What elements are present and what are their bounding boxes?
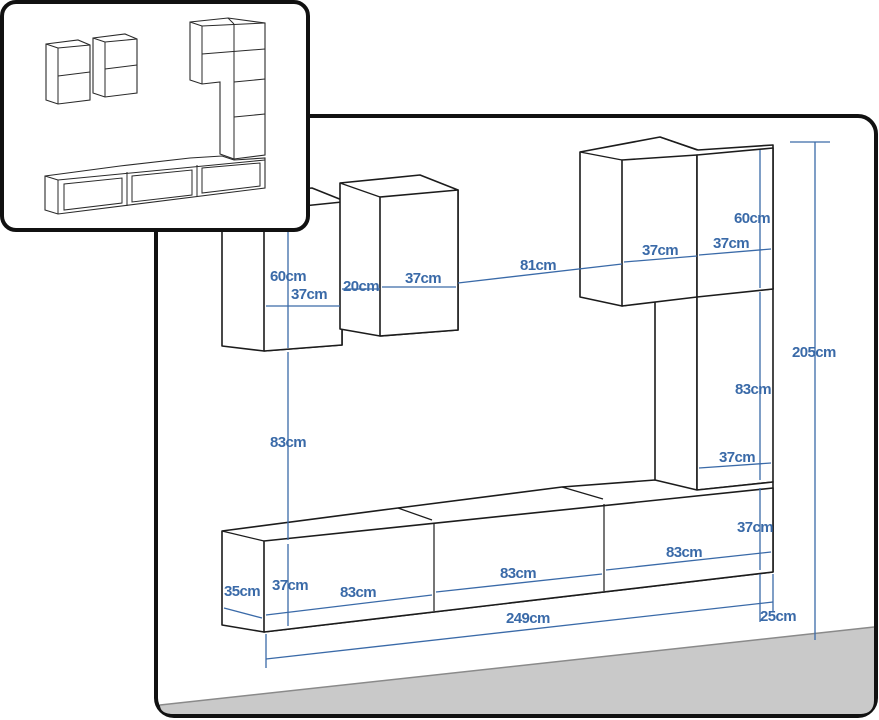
label-lowboard-segment-1: 83cm <box>340 584 376 601</box>
label-lowboard-segment-2: 83cm <box>500 565 536 582</box>
label-left-cabinet-height: 60cm <box>270 268 306 285</box>
label-lowboard-height-right: 37cm <box>737 519 773 536</box>
preview-thumbnail <box>0 0 310 232</box>
thumb-cabinet-1 <box>45 39 91 105</box>
label-tower-height: 83cm <box>735 381 771 398</box>
thumb-cabinet-2 <box>92 33 138 98</box>
label-right-top-right-width: 37cm <box>713 235 749 252</box>
label-total-height: 205cm <box>792 344 836 361</box>
floor <box>160 627 874 714</box>
label-lowboard-height-left: 37cm <box>272 577 308 594</box>
label-right-top-left-width: 37cm <box>642 242 678 259</box>
dimension-labels: 60cm 37cm 20cm 37cm 81cm 37cm 37cm 60cm … <box>224 210 837 627</box>
wall-cabinet-middle <box>339 174 459 337</box>
label-floor-clearance: 25cm <box>760 608 796 625</box>
label-right-top-height: 60cm <box>734 210 770 227</box>
label-middle-cabinet-width: 37cm <box>405 270 441 287</box>
lowboard <box>221 479 774 633</box>
label-total-width: 249cm <box>506 610 550 627</box>
label-hanging-clearance: 83cm <box>270 434 306 451</box>
label-gap-81: 81cm <box>520 257 556 274</box>
label-gap-20: 20cm <box>343 278 379 295</box>
thumb-lowboard <box>44 155 266 215</box>
furniture <box>221 136 774 633</box>
dimension-lines <box>223 141 830 668</box>
wall-cabinet-right <box>579 136 774 307</box>
label-tower-depth: 37cm <box>719 449 755 466</box>
label-left-cabinet-width: 37cm <box>291 286 327 303</box>
label-lowboard-depth: 35cm <box>224 583 260 600</box>
label-lowboard-segment-3: 83cm <box>666 544 702 561</box>
thumb-tall-unit <box>189 17 266 160</box>
